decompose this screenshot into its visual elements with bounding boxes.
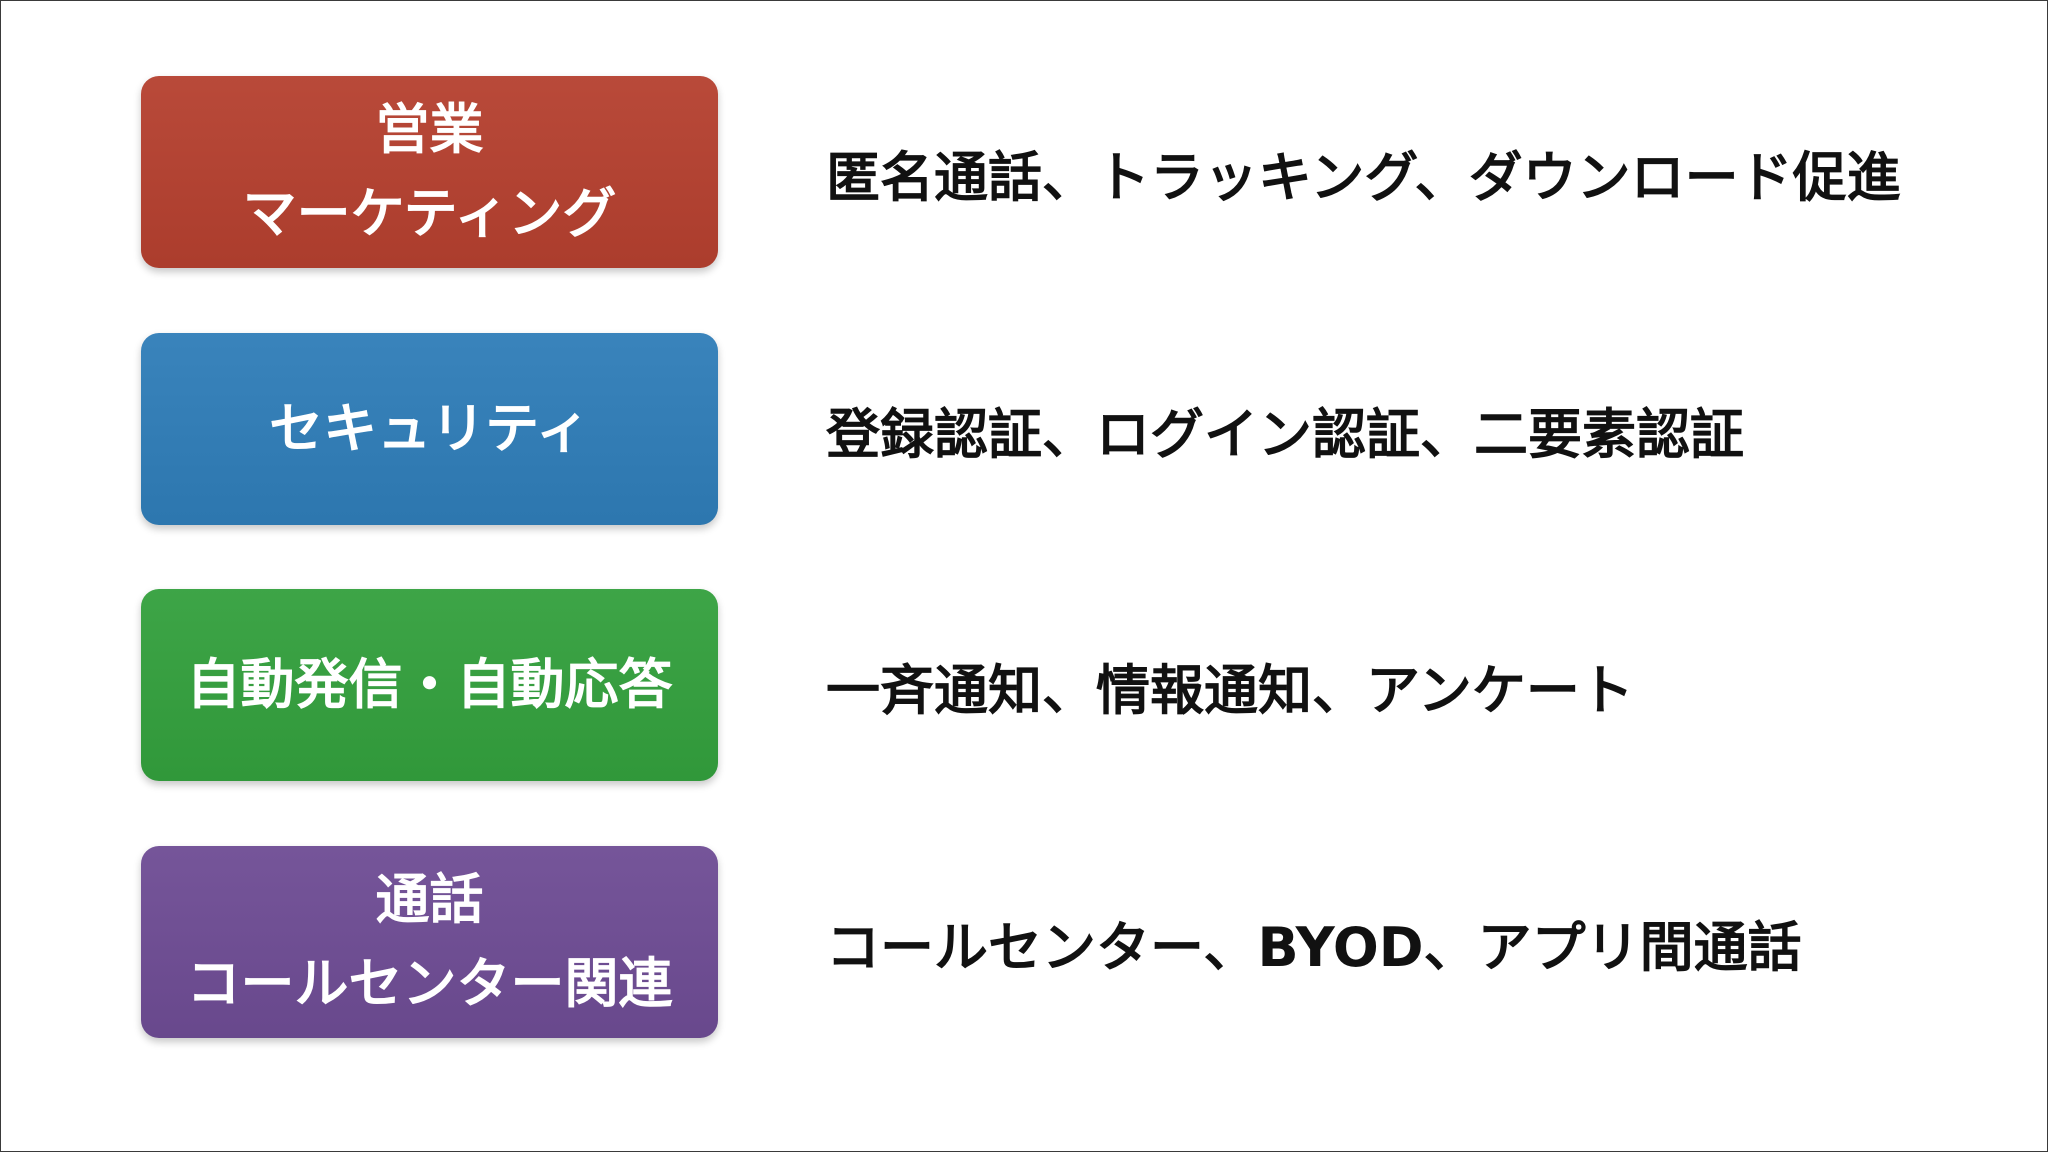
category-description: 一斉通知、情報通知、アンケート: [826, 658, 1634, 722]
category-box-call-center: 通話 コールセンター関連: [141, 846, 718, 1038]
category-label-line: 通話: [375, 868, 484, 931]
category-description: コールセンター、BYOD、アプリ間通話: [826, 915, 1802, 979]
category-label-line: 自動発信・自動応答: [186, 653, 673, 716]
category-box-auto-dial: 自動発信・自動応答: [141, 589, 718, 781]
category-box-security: セキュリティ: [141, 333, 718, 525]
row-security: セキュリティ 登録認証、ログイン認証、二要素認証: [1, 333, 2047, 525]
category-label-line: 営業: [375, 98, 484, 161]
row-sales-marketing: 営業 マーケティング 匿名通話、トラッキング、ダウンロード促進: [1, 76, 2047, 268]
row-call-center: 通話 コールセンター関連 コールセンター、BYOD、アプリ間通話: [1, 846, 2047, 1038]
category-label-line: セキュリティ: [269, 397, 590, 460]
category-description: 登録認証、ログイン認証、二要素認証: [826, 402, 1744, 466]
category-description: 匿名通話、トラッキング、ダウンロード促進: [826, 145, 1901, 209]
category-box-sales-marketing: 営業 マーケティング: [141, 76, 718, 268]
row-auto-dial: 自動発信・自動応答 一斉通知、情報通知、アンケート: [1, 589, 2047, 781]
category-label-line: マーケティング: [242, 182, 617, 245]
category-label-line: コールセンター関連: [186, 952, 673, 1015]
